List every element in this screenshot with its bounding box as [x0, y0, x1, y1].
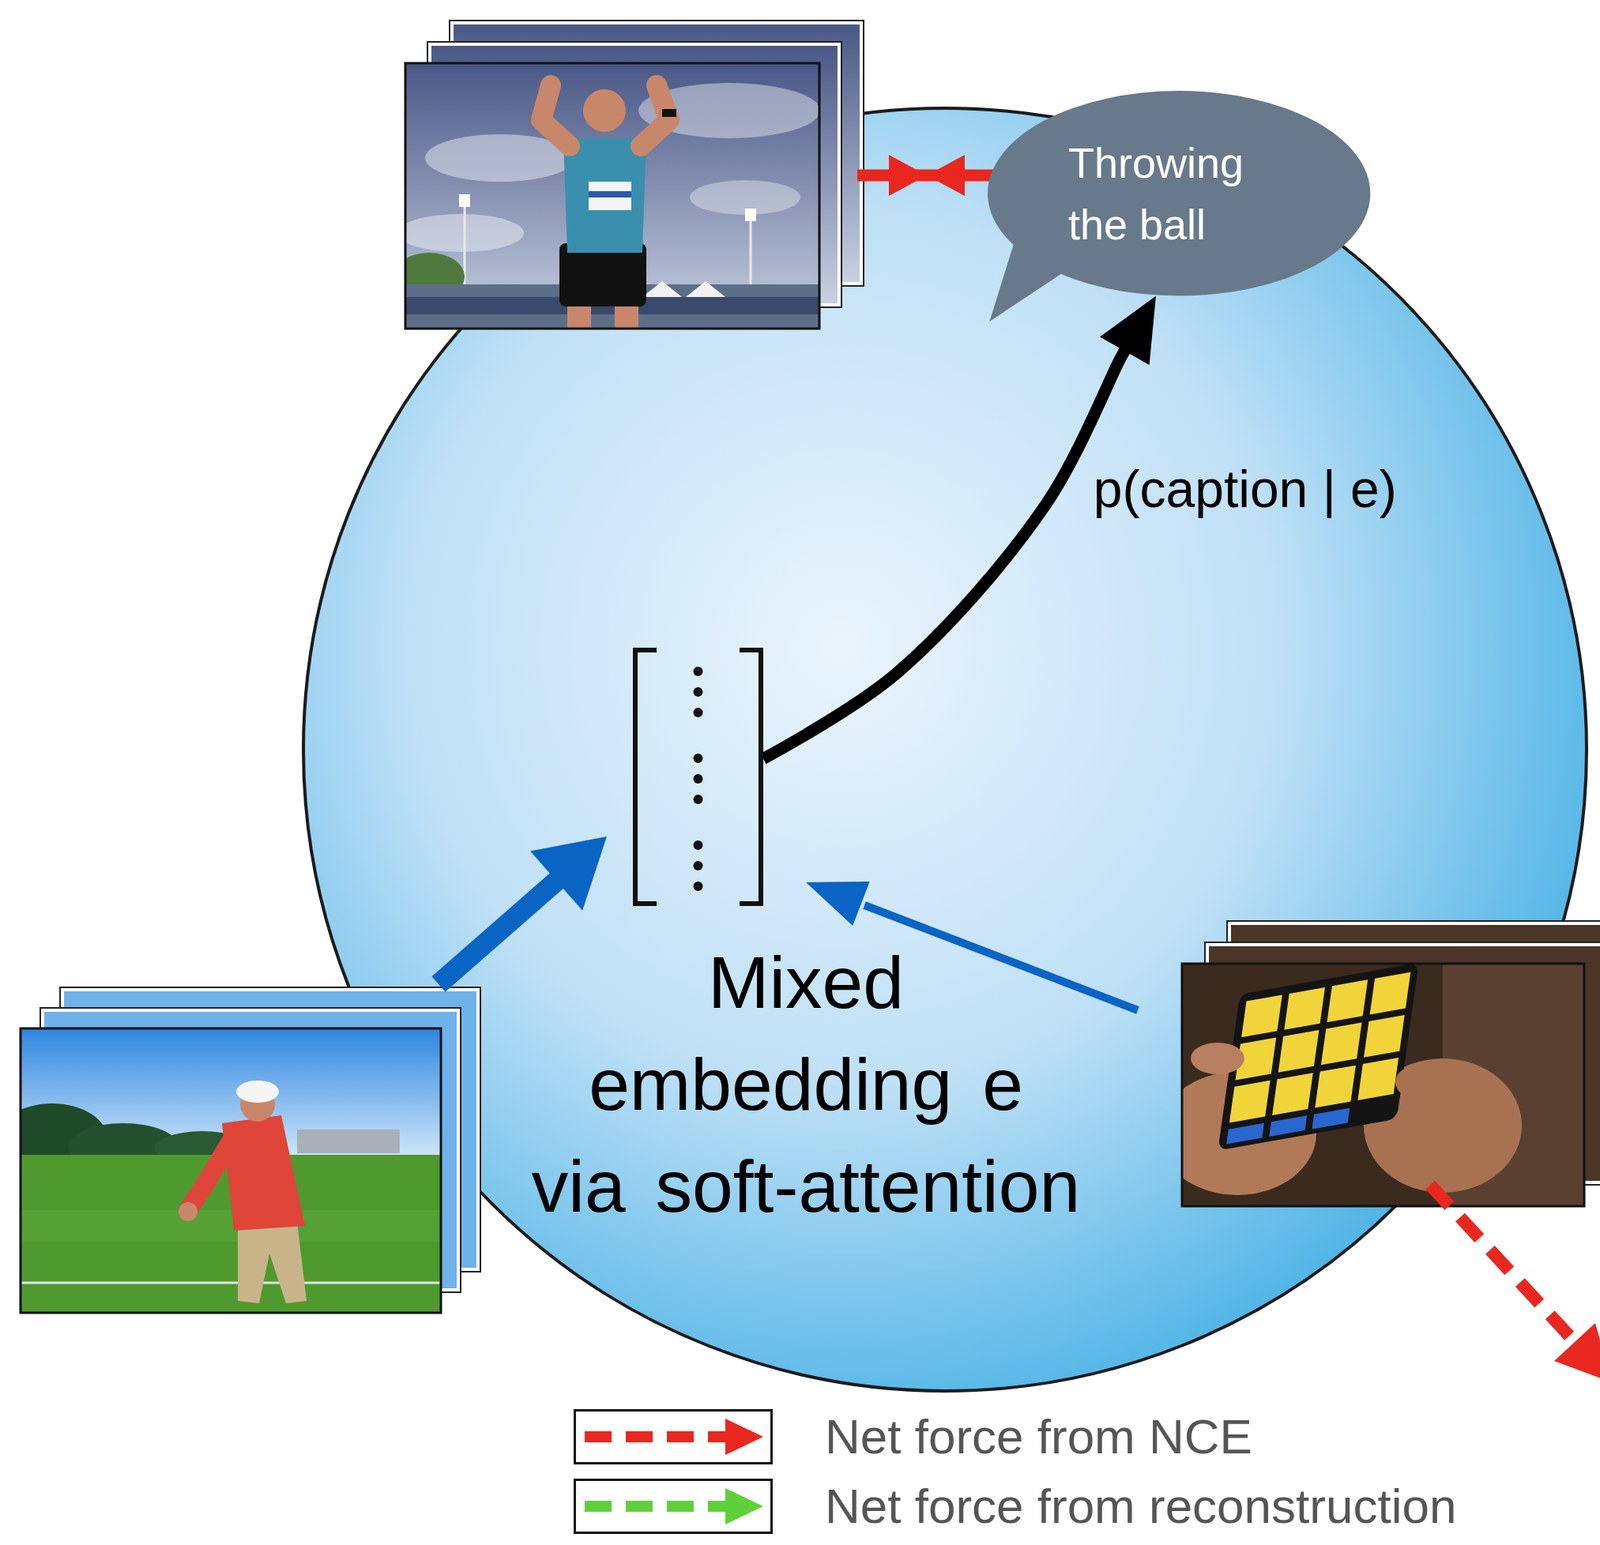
- video-frame: [1370, 972, 1412, 1016]
- video-frame: [20, 1028, 441, 1314]
- nce-force-arrows: [857, 154, 1006, 196]
- vector-bracket: [635, 650, 657, 904]
- vector-dot: [693, 794, 704, 805]
- caption-decoder-arrow: [763, 296, 1156, 760]
- legend-swatch-box: [575, 1411, 772, 1465]
- edge-label: p(caption | e): [1093, 459, 1397, 520]
- legend-swatch-head: [725, 1488, 764, 1525]
- video-frame: [178, 1202, 198, 1222]
- vector-dot: [693, 861, 704, 871]
- embedding-caption: Mixed embedding e via soft-attention: [527, 932, 1085, 1239]
- connector-line: [763, 346, 1127, 760]
- video-frame: [405, 63, 820, 329]
- video-frame: [1363, 1015, 1405, 1058]
- legend-row: Net force from reconstruction: [573, 1479, 1522, 1535]
- video-frame: [588, 181, 632, 211]
- video-frame: [1357, 1057, 1399, 1101]
- video-frame: [583, 89, 626, 132]
- video-frame: [745, 208, 757, 222]
- video-frame: [405, 63, 820, 329]
- video-frame: [20, 1028, 441, 1314]
- video-frame: [20, 1210, 441, 1243]
- nce-force-arrows: [926, 154, 965, 196]
- video-frame: [0, 1028, 441, 1314]
- vector-dot: [693, 774, 704, 784]
- vector-bracket: [739, 650, 761, 904]
- video-frame: [405, 63, 820, 329]
- legend-row: Net force from NCE: [573, 1409, 1522, 1465]
- legend-swatch-line: [584, 1501, 729, 1513]
- embedding-vector: Mixed embedding e via soft-attention: [632, 647, 764, 907]
- vector-bracket: [632, 647, 764, 907]
- video-frame: [190, 1139, 233, 1207]
- video-frame: [1217, 963, 1419, 1152]
- nce-force-arrow: [1430, 1185, 1578, 1346]
- video-frame: [20, 1282, 441, 1285]
- video-frame: [1326, 979, 1368, 1023]
- attention-arrow: [438, 836, 607, 985]
- speech-bubble: Throwing the ball: [987, 90, 1371, 297]
- legend-swatch-line: [584, 1431, 729, 1443]
- legend-text: Net force from NCE: [824, 1409, 1253, 1465]
- legend-swatch: [573, 1409, 773, 1465]
- video-frame: [1190, 1042, 1245, 1075]
- video-frame: [1278, 1030, 1320, 1073]
- arrowhead: [1099, 296, 1156, 366]
- attention-arrow: [438, 878, 560, 985]
- video-frame: [237, 1222, 307, 1304]
- embedding-space-circle: [303, 108, 1587, 1392]
- video-frame: [1241, 994, 1283, 1038]
- attention-arrow: [864, 905, 1138, 1011]
- bubble-shape: [987, 90, 1371, 297]
- video-frame: [1182, 963, 1585, 1207]
- video-frame: [685, 281, 726, 298]
- video-frame: [642, 281, 682, 298]
- video-frame: [541, 85, 570, 147]
- video-frame: [1268, 1115, 1307, 1137]
- video-frame: [297, 1129, 400, 1154]
- video-frame: [1229, 1080, 1271, 1124]
- video-frame: [1226, 1123, 1265, 1145]
- vector-dot: [693, 753, 704, 764]
- legend-swatch-box: [575, 1480, 772, 1534]
- bubble-shape: [987, 90, 1371, 297]
- video-frame: [1158, 963, 1585, 1207]
- attention-arrow: [805, 881, 870, 927]
- video-frame: [1314, 1065, 1356, 1109]
- nce-force-arrow: [1430, 1185, 1600, 1383]
- vector-dot: [693, 840, 704, 851]
- video-frame: [1182, 963, 1585, 1207]
- nce-force-arrows: [888, 154, 927, 196]
- video-frame: [1217, 963, 1419, 1152]
- video-frame: [1283, 987, 1326, 1031]
- video-frame: [1321, 1022, 1363, 1066]
- vector-dot: [693, 687, 704, 697]
- video-frame: [1395, 1065, 1443, 1100]
- legend-swatch: [573, 1479, 773, 1535]
- nce-force-arrow: [1554, 1323, 1600, 1383]
- video-frame: [1311, 1108, 1350, 1130]
- edge-label-holder: p(caption | e): [1093, 459, 1397, 520]
- attention-arrow: [530, 836, 607, 912]
- video-frame: [236, 1080, 279, 1104]
- video-frame: [749, 218, 753, 293]
- video-frame: [393, 63, 821, 329]
- vector-dot: [693, 666, 704, 677]
- video-frame: [588, 191, 632, 198]
- vector-dot: [693, 707, 704, 718]
- legend-text: Net force from reconstruction: [824, 1479, 1457, 1535]
- vector-dot: [693, 881, 704, 892]
- video-frame: [662, 109, 677, 117]
- bubble-text: Throwing the ball: [1068, 131, 1290, 256]
- video-frame: [563, 138, 647, 253]
- legend-swatch-head: [725, 1419, 764, 1456]
- video-frame: [459, 194, 471, 208]
- video-frame: [1272, 1072, 1314, 1116]
